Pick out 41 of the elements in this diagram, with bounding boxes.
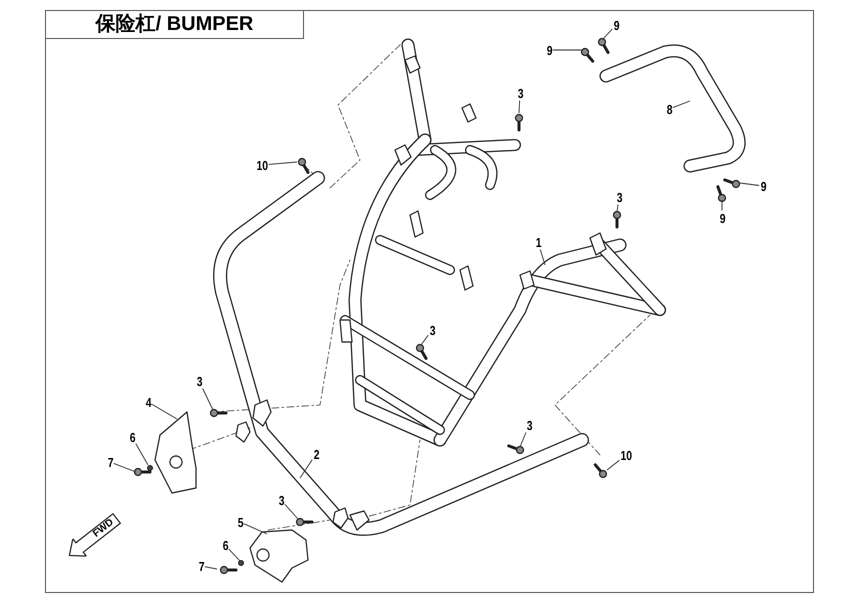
callout-number: 4 — [145, 394, 151, 410]
callout-number: 3 — [196, 374, 202, 388]
leader-line — [672, 100, 690, 108]
leader-line — [616, 204, 618, 212]
callout-number: 9 — [760, 178, 766, 194]
callout-number: 2 — [313, 446, 319, 462]
callout-number: 3 — [526, 418, 532, 432]
callout-number: 6 — [222, 538, 228, 552]
leader-line — [228, 548, 240, 562]
callout-number: 10 — [256, 158, 268, 172]
leader-line — [151, 404, 178, 420]
leader-line — [202, 388, 214, 410]
callout-number: 9 — [613, 18, 619, 32]
leader-line — [300, 459, 313, 478]
callout-number: 5 — [237, 514, 243, 530]
leader-line — [420, 334, 429, 346]
callout-number: 9 — [546, 42, 552, 58]
leader-line — [520, 432, 526, 448]
leader-line — [284, 504, 298, 520]
callout-number: 6 — [129, 430, 135, 444]
leader-line — [243, 523, 268, 534]
leader-line — [740, 182, 760, 186]
callout-number: 3 — [429, 322, 435, 338]
leader-line — [540, 249, 546, 266]
leader-line — [518, 100, 520, 114]
leader-line — [135, 443, 148, 466]
leader-line — [268, 162, 298, 165]
callout-number: 9 — [719, 210, 725, 226]
callout-number: 1 — [535, 234, 541, 250]
leader-line — [606, 460, 620, 470]
callout-number: 8 — [666, 102, 672, 116]
leader-line — [204, 566, 218, 570]
callout-number: 10 — [620, 448, 632, 462]
callout-number: 3 — [278, 492, 284, 508]
callout-number: 3 — [616, 190, 622, 204]
callout-number: 7 — [198, 558, 204, 574]
callout-number: 7 — [107, 454, 113, 470]
leader-line — [113, 463, 136, 472]
callout-number: 3 — [517, 86, 523, 100]
leader-line — [602, 28, 613, 40]
diagram-title: 保险杠/ BUMPER — [45, 10, 304, 39]
